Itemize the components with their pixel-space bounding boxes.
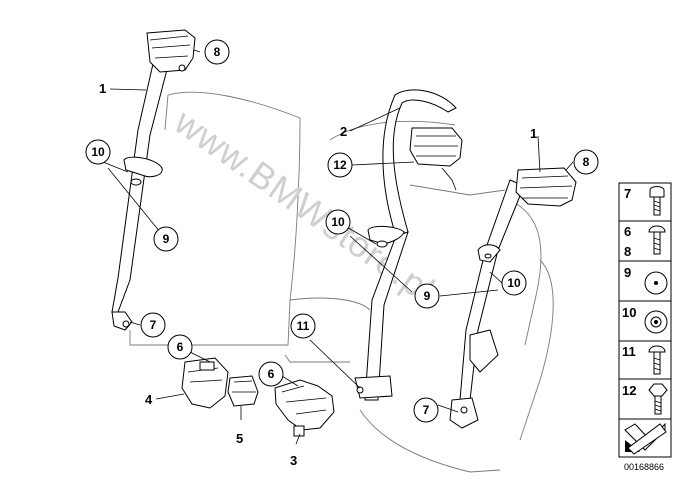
callout-8-right: 8 <box>573 149 599 175</box>
svg-text:12: 12 <box>333 158 347 172</box>
svg-text:7: 7 <box>150 318 157 332</box>
callout-10-left: 10 <box>85 139 111 165</box>
callout-12-mid: 12 <box>327 152 353 178</box>
callout-9-left: 9 <box>153 226 179 252</box>
right-seat-belt <box>449 167 577 429</box>
callout-6-mid: 6 <box>258 361 284 387</box>
left-retractor <box>146 29 196 73</box>
svg-text:11: 11 <box>297 319 310 333</box>
middle-seat-belt <box>354 89 463 401</box>
leader-lines <box>97 49 574 445</box>
cap-icon <box>644 271 668 295</box>
svg-text:10: 10 <box>622 305 636 320</box>
label-part-2: 2 <box>340 124 347 139</box>
svg-text:12: 12 <box>622 383 636 398</box>
svg-text:9: 9 <box>624 265 631 280</box>
callout-10-right: 10 <box>501 270 527 296</box>
legend-row-11: 11 <box>618 340 672 380</box>
callout-10-mid: 10 <box>325 209 351 235</box>
svg-text:10: 10 <box>91 145 105 159</box>
label-part-1-left: 1 <box>99 81 106 96</box>
left-seat-belt <box>111 29 196 331</box>
svg-text:9: 9 <box>163 232 170 246</box>
buckle-part-5 <box>227 375 259 407</box>
svg-text:6: 6 <box>268 367 275 381</box>
svg-text:9: 9 <box>424 289 431 303</box>
label-part-4: 4 <box>145 392 153 407</box>
middle-retractor <box>409 127 463 167</box>
label-part-1-right: 1 <box>530 126 537 141</box>
legend-row-arrow <box>618 418 672 458</box>
svg-text:6: 6 <box>177 340 184 354</box>
label-part-3: 3 <box>290 453 297 468</box>
svg-text:6: 6 <box>624 224 631 239</box>
legend-row-7: 7 <box>618 182 672 222</box>
svg-text:10: 10 <box>331 215 345 229</box>
svg-text:7: 7 <box>423 403 430 417</box>
svg-text:11: 11 <box>622 344 636 359</box>
callout-9-right: 9 <box>414 283 440 309</box>
svg-text:7: 7 <box>624 186 631 201</box>
round-head-bolt-icon <box>648 225 666 255</box>
svg-text:8: 8 <box>624 244 631 259</box>
callout-8-left: 8 <box>204 39 230 65</box>
callout-6-left: 6 <box>167 334 193 360</box>
label-part-5: 5 <box>236 431 243 446</box>
callout-7-bottom: 7 <box>413 397 439 423</box>
hex-bolt-icon <box>648 383 668 415</box>
diagram-id: 00168866 <box>624 462 664 472</box>
svg-text:8: 8 <box>214 45 221 59</box>
legend-row-6-8: 6 8 <box>618 220 672 262</box>
svg-text:10: 10 <box>507 276 521 290</box>
direction-arrow-icon <box>624 422 667 455</box>
legend-row-12: 12 <box>618 378 672 420</box>
legend-row-9: 9 <box>618 260 672 302</box>
svg-text:8: 8 <box>583 155 590 169</box>
washer-icon <box>644 310 668 334</box>
callout-7-left: 7 <box>140 312 166 338</box>
hex-socket-screw-icon <box>649 186 665 216</box>
round-head-bolt-icon <box>648 345 666 375</box>
fastener-legend: 7 6 8 9 <box>618 182 672 458</box>
callout-11-mid: 11 <box>290 313 316 339</box>
left-belt-guide <box>123 156 163 178</box>
buckle-part-4 <box>181 357 229 409</box>
buckle-part-3 <box>274 379 335 437</box>
legend-row-10: 10 <box>618 300 672 342</box>
